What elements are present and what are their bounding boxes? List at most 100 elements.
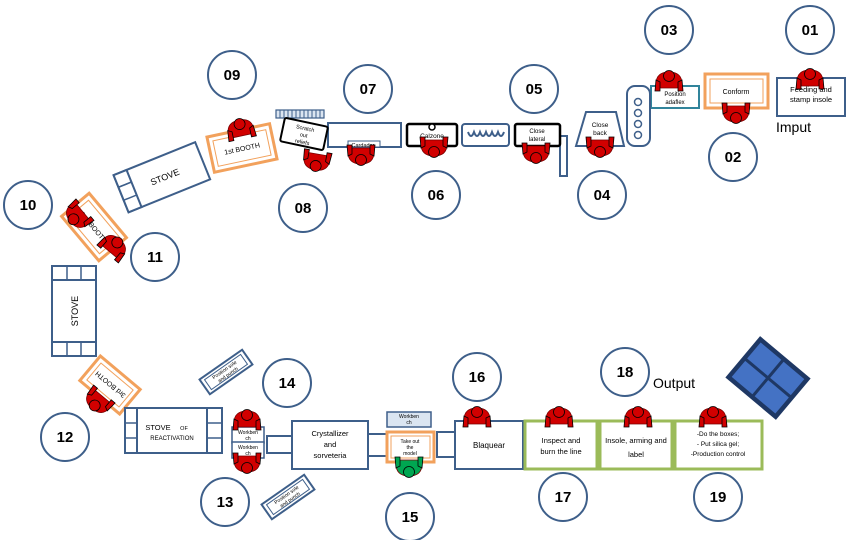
connector-2 <box>367 433 389 457</box>
station-box-14: Position sole and punch <box>198 348 254 396</box>
station-label-15-line2: the <box>407 445 414 451</box>
station-number-text: 16 <box>469 369 486 386</box>
stove-reactivation-label-of: OF <box>180 426 188 432</box>
station-number-01: 01 <box>785 5 835 55</box>
station-number-09: 09 <box>207 50 257 100</box>
station-number-text: 12 <box>57 429 74 446</box>
station-number-circle <box>600 347 650 397</box>
station-number-16: 16 <box>452 352 502 402</box>
workbench-a-line1: Workben <box>238 430 258 436</box>
station-number-14: 14 <box>262 358 312 408</box>
station-number-circle <box>207 50 257 100</box>
station-number-circle <box>452 352 502 402</box>
crystallizer-line2: and <box>324 440 337 449</box>
station-label-08-line1: Scratch <box>295 124 314 134</box>
worker-icon <box>544 406 574 428</box>
station-number-text: 05 <box>526 81 543 98</box>
workbench-c-line2: ch <box>406 420 412 426</box>
station-label-08-line3: reliefs <box>294 138 310 147</box>
input-label: Imput <box>776 119 811 135</box>
station-number-circle <box>200 477 250 527</box>
station-number-11: 11 <box>130 232 180 282</box>
station-box-16: Blaquear <box>454 420 524 470</box>
station-label-03-line1: Position <box>664 92 685 98</box>
station-label-19-line3: -Production control <box>691 451 746 458</box>
stove-reactivation-label-sub: REACTIVATION <box>150 436 193 442</box>
station-number-04: 04 <box>577 170 627 220</box>
crystallizer-line1: Crystallizer <box>311 429 349 438</box>
station-number-circle <box>785 5 835 55</box>
station-number-07: 07 <box>343 64 393 114</box>
station-label-02: Conform <box>723 89 750 96</box>
station-number-08: 08 <box>278 183 328 233</box>
station-box-17: Inspect and burn the line <box>523 419 599 471</box>
station-number-text: 19 <box>710 489 727 506</box>
station-number-text: 10 <box>20 197 37 214</box>
station-label-19-line1: -Do the boxes; <box>697 431 739 438</box>
worker-icon <box>96 235 126 264</box>
worker-icon <box>654 70 684 92</box>
station-label-18-line1: Insole, arming and <box>605 436 667 445</box>
station-number-circle <box>538 472 588 522</box>
worker-icon <box>623 406 653 428</box>
station-box-02: Conform <box>703 72 770 110</box>
station-number-text: 01 <box>802 22 819 39</box>
stove-reactivation: STOVE OF REACTIVATION <box>124 407 223 454</box>
station-label-05-line2: lateral <box>529 137 545 143</box>
station-number-circle <box>40 412 90 462</box>
station-number-circle <box>385 492 435 540</box>
station-number-circle <box>577 170 627 220</box>
worker-icon <box>394 456 424 478</box>
station-box-15: Take out the model <box>385 430 436 464</box>
station-number-10: 10 <box>3 180 53 230</box>
worker-icon <box>419 136 449 158</box>
workbench-a-line2: ch <box>245 436 251 442</box>
station-number-03: 03 <box>644 5 694 55</box>
station-number-circle <box>262 358 312 408</box>
station-label-08-line2: out <box>299 132 308 140</box>
workers-layer <box>66 68 825 478</box>
output-pallet <box>725 336 811 420</box>
workbench-b-line2: ch <box>245 451 251 457</box>
station-label-17-line1: Inspect and <box>542 436 581 445</box>
station-number-18: 18 <box>600 347 650 397</box>
station-number-text: 03 <box>661 22 678 39</box>
workbench-c-line1: Workben <box>399 414 419 420</box>
insole-rack <box>626 85 651 147</box>
station-number-text: 18 <box>617 364 634 381</box>
station-label-19-line2: - Put silica gel; <box>697 441 739 448</box>
station-number-text: 14 <box>279 375 296 392</box>
worker-icon <box>721 102 751 124</box>
worker-icon <box>346 144 376 166</box>
station-number-circle <box>509 64 559 114</box>
station-number-circle <box>411 170 461 220</box>
station-label-04-line1: Close <box>592 122 609 129</box>
output-label: Output <box>653 375 695 391</box>
station-number-text: 07 <box>360 81 377 98</box>
station-box-18: Insole, arming and label <box>598 419 674 471</box>
station-number-text: 17 <box>555 489 572 506</box>
crystallizer-line3: sorveteria <box>314 451 348 460</box>
stove-2: STOVE <box>51 265 97 357</box>
station-box-08: Scratch out reliefs <box>275 109 329 151</box>
connector-1 <box>266 435 294 454</box>
station-label-01-line2: stamp insole <box>790 95 832 104</box>
station-number-17: 17 <box>538 472 588 522</box>
station-number-text: 13 <box>217 494 234 511</box>
station-number-19: 19 <box>693 472 743 522</box>
station-number-02: 02 <box>708 132 758 182</box>
station-label-15-line1: Take out <box>401 439 421 445</box>
station-box-19: -Do the boxes; - Put silica gel; -Produc… <box>673 419 764 471</box>
station-number-circle <box>3 180 53 230</box>
station-label-06: Calzone <box>420 133 444 140</box>
worker-icon <box>795 68 825 90</box>
station-label-07: Cardador <box>352 143 375 149</box>
station-number-05: 05 <box>509 64 559 114</box>
worker-icon <box>698 406 728 428</box>
worker-icon <box>585 136 615 158</box>
connector-3 <box>436 431 456 458</box>
station-number-text: 04 <box>594 187 611 204</box>
station-number-06: 06 <box>411 170 461 220</box>
